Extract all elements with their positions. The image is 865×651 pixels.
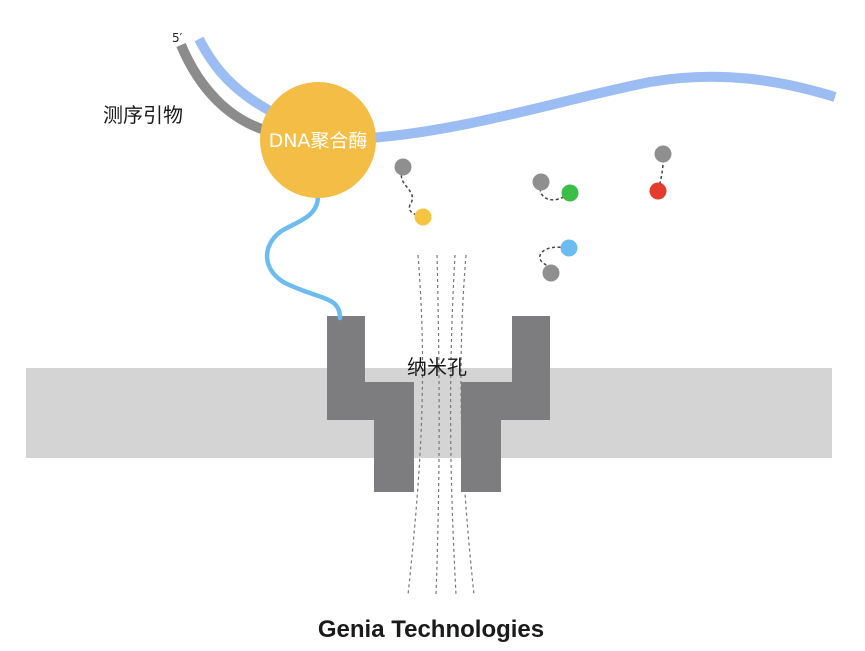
polymerase-label: DNA聚合酶 — [269, 130, 368, 152]
flow-line — [407, 254, 424, 596]
primer-strand — [176, 43, 270, 136]
membrane — [26, 368, 832, 458]
blue-nucleotide — [560, 239, 578, 257]
green-nucleotide — [561, 184, 579, 202]
phosphate-tag — [532, 173, 550, 191]
red-nucleotide — [649, 182, 667, 200]
tagged-nucleotide — [394, 158, 432, 226]
phosphate-tag — [394, 158, 412, 176]
phosphate-tag — [654, 145, 672, 163]
nanopore-label: 纳米孔 — [407, 355, 467, 379]
template-dna-strand — [194, 36, 837, 143]
tagged-nucleotide — [532, 173, 579, 202]
yellow-nucleotide — [414, 208, 432, 226]
flow-line — [435, 254, 440, 596]
flow-lines — [407, 254, 475, 596]
tagged-nucleotide — [649, 145, 672, 200]
flow-line — [460, 254, 475, 596]
caption: Genia Technologies — [318, 616, 544, 643]
tagged-nucleotide — [539, 239, 578, 282]
flow-line — [449, 254, 457, 596]
nanopore-right-wall — [461, 316, 550, 492]
primer-label: 测序引物 — [103, 103, 183, 127]
nanopore-left-wall — [327, 316, 414, 492]
tether-strand — [264, 193, 343, 321]
linker — [400, 169, 423, 217]
five-prime-label: 5′ — [172, 31, 183, 45]
dna-polymerase — [260, 82, 376, 198]
phosphate-tag — [542, 264, 560, 282]
linker — [539, 182, 569, 201]
